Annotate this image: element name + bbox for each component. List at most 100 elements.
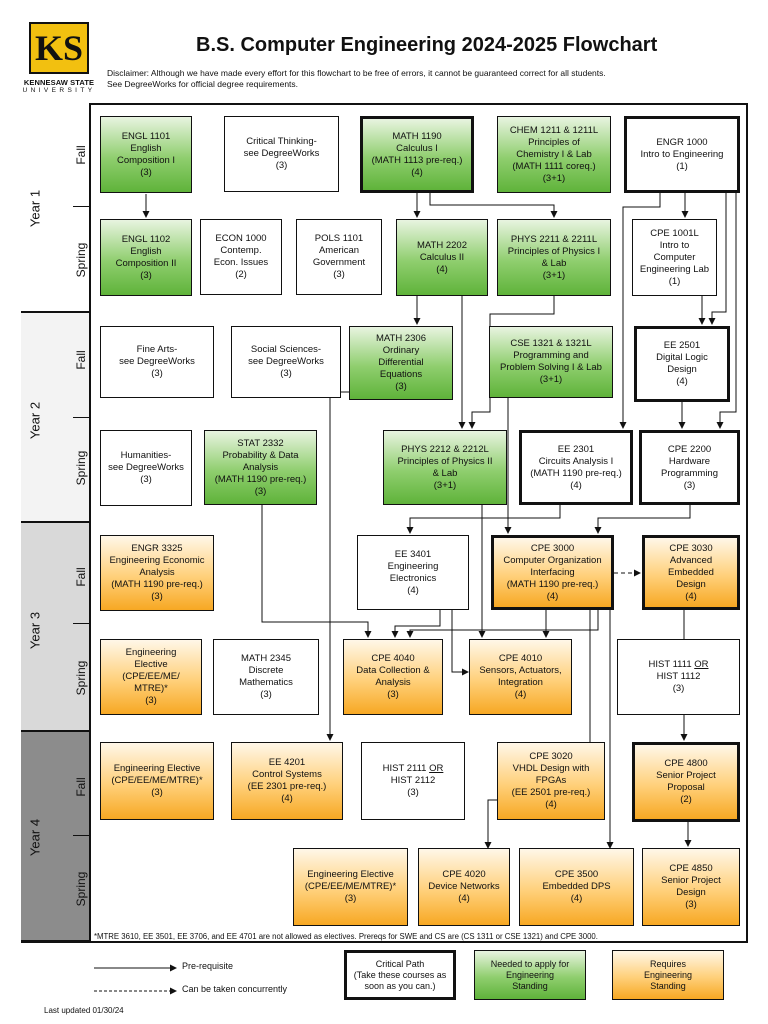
course-fine-arts: Fine Arts- see DegreeWorks (3) (100, 326, 214, 398)
year-4-band: Year 4 Fall Spring (21, 732, 91, 942)
year-2-divider (73, 417, 89, 418)
course-title: Engineering Elective (307, 869, 394, 880)
course-credits: (2) (680, 794, 692, 805)
course-credits: (3+1) (539, 374, 563, 385)
course-code: PHYS 2212 & 2212L (401, 443, 489, 455)
course-credits: (3) (254, 485, 267, 497)
course-code: EE 2501 (663, 340, 701, 351)
course-cpe3020: CPE 3020 VHDL Design with FPGAs (EE 2501… (497, 742, 605, 820)
course-pols1101: POLS 1101 American Government (3) (296, 219, 382, 295)
course-title: Analysis (375, 677, 411, 688)
course-prereq: (EE 2501 pre-req.) (511, 787, 591, 798)
course-engineering-elective-2: Engineering Elective (CPE/EE/ME/MTRE)* (… (100, 742, 214, 820)
course-social-sciences: Social Sciences- see DegreeWorks (3) (231, 326, 341, 398)
course-credits: (3) (344, 893, 357, 904)
course-note: see DegreeWorks (119, 356, 195, 367)
course-code: ENGL 1101 (121, 130, 171, 142)
course-code: CHEM 1211 & 1211L (509, 124, 599, 136)
course-title: Mathematics (239, 677, 293, 688)
course-credits: (3) (140, 474, 152, 485)
course-title: Principles of (528, 136, 580, 148)
course-title: Design (676, 887, 706, 898)
course-title: Engineering (387, 560, 439, 572)
course-credits: (3) (683, 479, 696, 491)
legend-prerequisite: Pre-requisite (92, 961, 352, 975)
course-code: CPE 3020 (529, 751, 573, 762)
course-credits: (3) (151, 368, 163, 379)
course-prereq: (MATH 1190 pre-req.) (111, 579, 203, 590)
course-title: Interfacing (530, 566, 575, 578)
course-prereq: (MATH 1190 pre-req.) (530, 467, 622, 479)
course-title: Digital Logic (656, 352, 708, 363)
course-code: HIST 2112 (390, 775, 436, 786)
solid-arrow-icon (94, 964, 177, 972)
course-code: MATH 1190 (392, 130, 442, 142)
legend-green-line: Needed to apply for (490, 958, 570, 969)
course-title: Integration (498, 677, 543, 688)
course-engineering-elective-3: Engineering Elective (CPE/EE/ME/MTRE)* (… (293, 848, 408, 926)
course-credits: (1) (676, 160, 688, 172)
course-math1190: MATH 1190 Calculus I (MATH 1113 pre-req.… (360, 116, 474, 193)
year-3-band: Year 3 Fall Spring (21, 523, 91, 732)
course-credits: (4) (676, 376, 688, 387)
course-title: American (318, 245, 360, 256)
course-prereq: (MATH 1190 pre-req.) (214, 473, 307, 485)
legend-gold-line: Requires (649, 958, 687, 969)
course-note: (CPE/EE/ME/MTRE)* (304, 881, 397, 892)
year-3-divider (73, 623, 89, 624)
course-title: Data Collection & (356, 665, 430, 676)
course-engr3325: ENGR 3325 Engineering Economic Analysis … (100, 535, 214, 611)
course-title: Embedded (668, 566, 714, 578)
course-ee2501: EE 2501 Digital Logic Design (4) (634, 326, 730, 402)
legend-green: Needed to apply for Engineering Standing (474, 950, 586, 1000)
course-title: Fine Arts- (136, 344, 178, 355)
course-engineering-elective-1: Engineering Elective (CPE/EE/ME/ MTRE)* … (100, 639, 202, 715)
arrow-cpe3000-cpe4040 (406, 610, 599, 638)
legend-critical-note: soon as you can.) (364, 980, 436, 991)
course-prereq: (MATH 1190 pre-req.) (506, 578, 599, 590)
course-code: EE 2301 (557, 443, 595, 455)
logo-university: UNIVERSITY (22, 87, 96, 94)
course-title: Computer Organization (503, 554, 602, 566)
course-credits: (3) (151, 787, 163, 798)
course-title: Intro to (659, 239, 690, 251)
ksu-logo-mark: KS (29, 22, 89, 74)
course-credits: (4) (570, 893, 583, 904)
course-credits: (3+1) (542, 172, 566, 184)
course-code: STAT 2332 (237, 437, 284, 449)
course-title: Sensors, Actuators, (479, 665, 562, 676)
ksu-logo: KS KENNESAW STATE UNIVERSITY (14, 22, 104, 102)
footnote: *MTRE 3610, EE 3501, EE 3706, and EE 470… (94, 932, 598, 941)
course-credits: (4) (458, 893, 470, 904)
course-title: Intro to Engineering (640, 148, 724, 160)
course-title: FPGAs (535, 775, 567, 786)
course-code: CSE 1321 & 1321L (510, 338, 592, 349)
arrow-engr1000-ee2301 (619, 193, 661, 429)
course-phys2211: PHYS 2211 & 2211L Principles of Physics … (497, 219, 611, 296)
course-humanities: Humanities- see DegreeWorks (3) (100, 430, 192, 506)
course-cpe4040: CPE 4040 Data Collection & Analysis (3) (343, 639, 443, 715)
legend-gold: Requires Engineering Standing (612, 950, 724, 1000)
course-engl1102: ENGL 1102 English Composition II (3) (100, 219, 192, 296)
course-code: EE 3401 (394, 548, 432, 560)
course-title: Device Networks (428, 881, 500, 892)
course-title: Programming (660, 467, 719, 479)
course-credits: (4) (281, 793, 293, 804)
course-code: CPE 3000 (530, 542, 575, 554)
course-code: CPE 3030 (669, 542, 713, 554)
course-credits: (4) (514, 689, 527, 700)
course-credits: (2) (235, 269, 247, 280)
course-code: ECON 1000 (215, 233, 267, 244)
course-title: Principles of Physics I (507, 245, 601, 257)
course-chem1211: CHEM 1211 & 1211L Principles of Chemistr… (497, 116, 611, 193)
course-hist2111: HIST 2111 OR HIST 2112 (3) (361, 742, 465, 820)
legend-green-line: Engineering (505, 969, 555, 980)
course-engl1101: ENGL 1101 English Composition I (3) (100, 116, 192, 193)
course-title: Discrete (248, 665, 284, 676)
course-title: Programming and (513, 350, 589, 361)
course-credits: (4) (411, 166, 423, 178)
arrow-math1190-phys2211 (429, 193, 558, 218)
course-code: MATH 2345 (241, 653, 291, 664)
course-prereq: (EE 2301 pre-req.) (247, 781, 327, 792)
